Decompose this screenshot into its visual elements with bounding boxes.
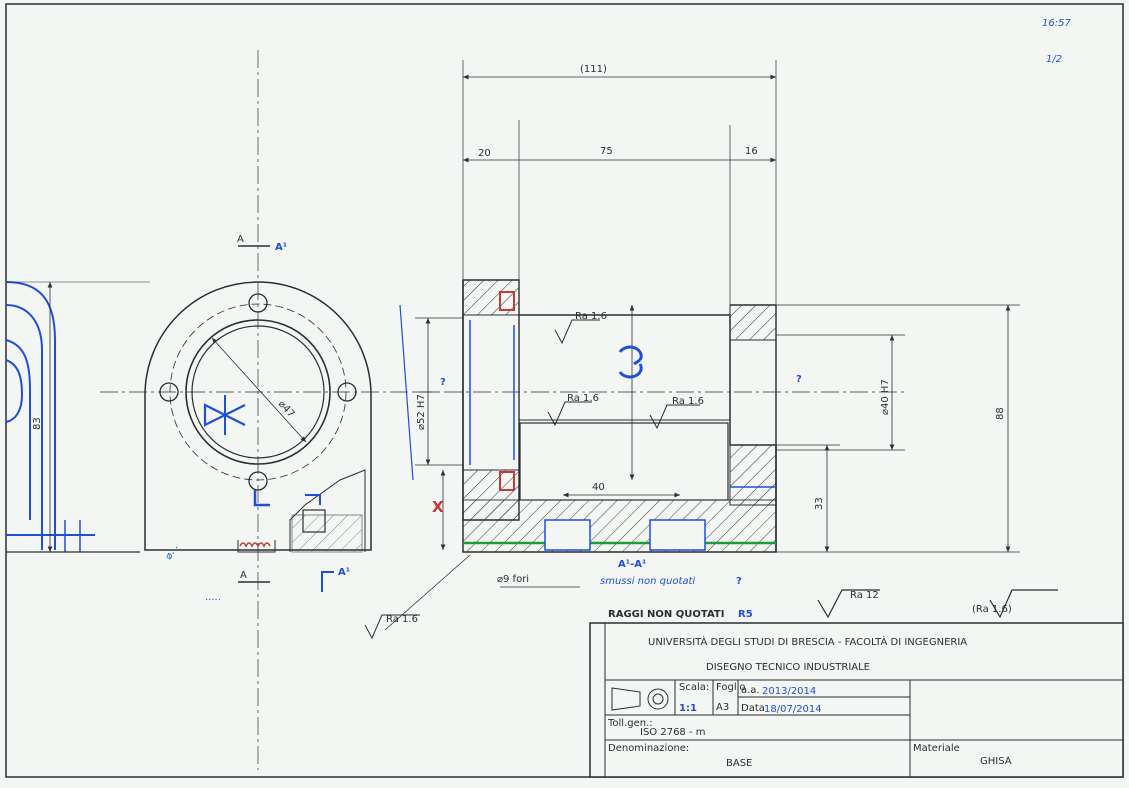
svg-text:X: X bbox=[432, 498, 444, 516]
part-name: BASE bbox=[726, 758, 752, 769]
material-value: GHISA bbox=[980, 756, 1012, 767]
svg-text:.....: ..... bbox=[205, 592, 221, 603]
section-view-label: A¹-A¹ bbox=[618, 559, 646, 570]
front-view: ⌀47 A A¹ A A¹ ⌀... ..... bbox=[100, 50, 440, 770]
tolerance-label: Toll.gen.: bbox=[607, 718, 653, 729]
sheet-label: Foglio bbox=[716, 682, 746, 693]
material-label: Materiale bbox=[913, 743, 960, 754]
left-partial-view: 83 bbox=[5, 281, 150, 553]
title-block: UNIVERSITÀ DEGLI STUDI DI BRESCIA - FACO… bbox=[589, 622, 1124, 778]
university-label: UNIVERSITÀ DEGLI STUDI DI BRESCIA - FACO… bbox=[648, 635, 967, 648]
bolt-hole-dim: ⌀9 fori bbox=[497, 574, 529, 585]
date-label: Data bbox=[741, 703, 765, 714]
roughness-4: Ra 1.6 bbox=[386, 614, 418, 625]
svg-text:⌀...: ⌀... bbox=[163, 543, 180, 562]
left-height-dim: 83 bbox=[32, 417, 43, 430]
pitch-circle-dim: ⌀47 bbox=[276, 399, 297, 420]
dia-52-dim: ⌀52 H7 bbox=[416, 394, 427, 430]
sheet-border bbox=[5, 3, 1124, 778]
roughness-general: Ra 12 bbox=[850, 590, 879, 601]
question-left: ? bbox=[440, 377, 446, 388]
course-title: DISEGNO TECNICO INDUSTRIALE bbox=[706, 662, 870, 673]
dim-16: 16 bbox=[745, 146, 758, 157]
section-label-bottom: A bbox=[240, 570, 247, 581]
dia-40-dim: ⌀40 H7 bbox=[880, 379, 891, 415]
bevel-question: ? bbox=[736, 576, 742, 587]
year-value: 2013/2014 bbox=[762, 686, 816, 697]
section-view: (111) 20 75 16 88 bbox=[364, 60, 1020, 640]
question-right: ? bbox=[796, 374, 802, 385]
time-note: 16:57 bbox=[1042, 18, 1071, 29]
section-label-top: A bbox=[237, 234, 244, 245]
name-label: Denominazione: bbox=[608, 743, 689, 754]
roughness-3: Ra 1.6 bbox=[672, 396, 704, 407]
dim-75: 75 bbox=[600, 146, 613, 157]
overall-length-dim: (111) bbox=[580, 64, 607, 75]
date-value: 18/07/2014 bbox=[764, 704, 822, 715]
roughness-paren: (Ra 1.6) bbox=[972, 604, 1012, 615]
tolerance-value: ISO 2768 - m bbox=[640, 727, 706, 738]
scale-value: 1:1 bbox=[679, 703, 697, 714]
bevel-note: smussi non quotati bbox=[600, 576, 695, 587]
radii-note: RAGGI NON QUOTATI bbox=[608, 609, 724, 620]
sheet-number-note: 1/2 bbox=[1046, 54, 1062, 65]
section-mark-bottom: A¹ bbox=[338, 567, 350, 578]
section-mark-top: A¹ bbox=[275, 242, 287, 253]
general-notes: RAGGI NON QUOTATI R5 Ra 12 (Ra 1.6) bbox=[608, 589, 1058, 620]
year-label: a.a. bbox=[741, 685, 760, 696]
roughness-2: Ra 1.6 bbox=[567, 393, 599, 404]
bottom-length-dim: 40 bbox=[592, 482, 605, 493]
height-dim: 88 bbox=[995, 407, 1006, 420]
radii-value: R5 bbox=[738, 609, 753, 620]
scale-label: Scala: bbox=[679, 682, 709, 693]
sheet-value: A3 bbox=[716, 702, 729, 713]
roughness-1: Ra 1.6 bbox=[575, 311, 607, 322]
lower-height-dim: 33 bbox=[814, 497, 825, 510]
projection-symbol bbox=[611, 687, 641, 711]
dim-20: 20 bbox=[478, 148, 491, 159]
